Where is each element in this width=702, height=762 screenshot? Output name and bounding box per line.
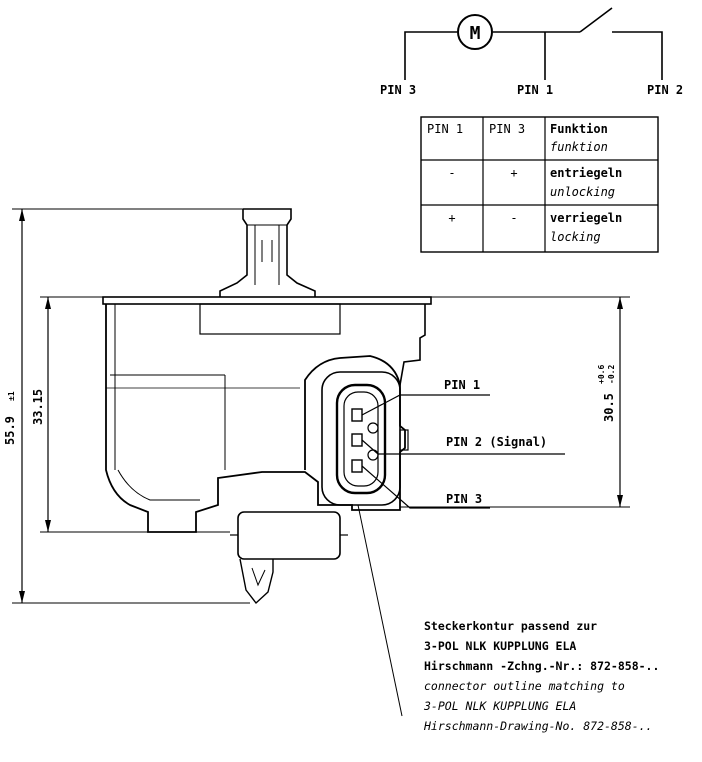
- wire-pin2: [612, 31, 663, 80]
- note-line-de-3: Hirschmann -Zchng.-Nr.: 872-858-..: [424, 659, 659, 673]
- housing-rim: [102, 296, 432, 305]
- label-pin1: PIN 1: [444, 378, 480, 392]
- wire-pin3: [404, 31, 457, 80]
- connector-key: [367, 422, 379, 434]
- wiring-schematic: M PIN 3 PIN 1 PIN 2: [380, 7, 683, 97]
- dimension-body: 33.15: [31, 296, 230, 533]
- stem-left-edge: [219, 209, 248, 297]
- connector-latch: [399, 429, 409, 451]
- function-table: PIN 1 PIN 3 Funktion funktion - + entrie…: [420, 116, 659, 253]
- label-pin2-signal: PIN 2 (Signal): [446, 435, 547, 449]
- note-line-en-2: 3-POL NLK KUPPLUNG ELA: [423, 699, 576, 713]
- connector-pin3: [351, 459, 363, 473]
- connector-inner: [343, 391, 379, 487]
- housing-detail: [117, 469, 200, 501]
- motor-symbol: M: [470, 23, 481, 44]
- table-cell-pin1: -: [448, 166, 455, 180]
- connector-pin1: [351, 408, 363, 422]
- table-cell-pin3: +: [510, 166, 517, 180]
- schematic-pin3-label: PIN 3: [380, 83, 416, 97]
- connector-key: [367, 449, 379, 461]
- housing-right-edge: [399, 304, 426, 386]
- dimension-overall: 55.9 ±1: [3, 208, 250, 604]
- schematic-pin1-label: PIN 1: [517, 83, 553, 97]
- right-height-tol-upper: +0.6: [597, 365, 606, 384]
- body-height-value: 33.15: [31, 389, 45, 425]
- note-line-de-1: Steckerkontur passend zur: [424, 619, 597, 633]
- table-header-pin1: PIN 1: [427, 122, 463, 136]
- stem-right-edge: [243, 208, 316, 297]
- table-cell-function-de: entriegeln: [550, 166, 622, 180]
- label-pin3: PIN 3: [446, 492, 482, 506]
- leader-pin2: [361, 439, 565, 455]
- table-cell-function-en: unlocking: [550, 185, 615, 199]
- schematic-pin2-label: PIN 2: [647, 83, 683, 97]
- table-header-pin3: PIN 3: [489, 122, 525, 136]
- arrowhead: [617, 297, 623, 309]
- note-line-en-3: Hirschmann-Drawing-No. 872-858-..: [423, 719, 652, 733]
- connector-pin2: [351, 433, 363, 447]
- connector-labels: PIN 1 PIN 2 (Signal) PIN 3: [361, 378, 565, 509]
- arrowhead: [19, 209, 25, 221]
- arrowhead: [617, 495, 623, 507]
- arrowhead: [45, 297, 51, 309]
- leader-pin3: [361, 465, 490, 509]
- table-cell-pin1: +: [448, 211, 455, 225]
- note-line-de-2: 3-POL NLK KUPPLUNG ELA: [424, 639, 576, 653]
- connector-outline: [335, 383, 387, 495]
- leader-pin1: [361, 394, 490, 416]
- overall-height-value: 55.9: [3, 416, 17, 445]
- overall-height-tolerance: ±1: [7, 391, 16, 401]
- connector-note: Steckerkontur passend zur 3-POL NLK KUPP…: [357, 504, 659, 733]
- note-leader: [357, 504, 403, 717]
- shaft-detail: [251, 567, 266, 587]
- right-height-tol-lower: -0.2: [607, 365, 616, 384]
- table-cell-pin3: -: [510, 211, 517, 225]
- table-header-funktion: Funktion: [550, 122, 608, 136]
- table-border: [420, 116, 659, 253]
- dimension-right: 30.5 +0.6 -0.2: [400, 296, 630, 508]
- housing-recess: [199, 303, 341, 335]
- right-height-value: 30.5: [602, 393, 616, 422]
- table-header-funktion-en: funktion: [550, 140, 608, 154]
- table-cell-function-de: verriegeln: [550, 211, 622, 225]
- actuator-body: [102, 208, 432, 605]
- housing-outline: [105, 304, 406, 533]
- switch-icon: [579, 7, 613, 33]
- lower-knob: [237, 511, 341, 560]
- note-line-en-1: connector outline matching to: [424, 679, 625, 693]
- arrowhead: [19, 591, 25, 603]
- table-cell-function-en: locking: [550, 230, 601, 244]
- arrowhead: [45, 520, 51, 532]
- motor-icon: [457, 14, 493, 50]
- shaft-tip: [239, 558, 274, 605]
